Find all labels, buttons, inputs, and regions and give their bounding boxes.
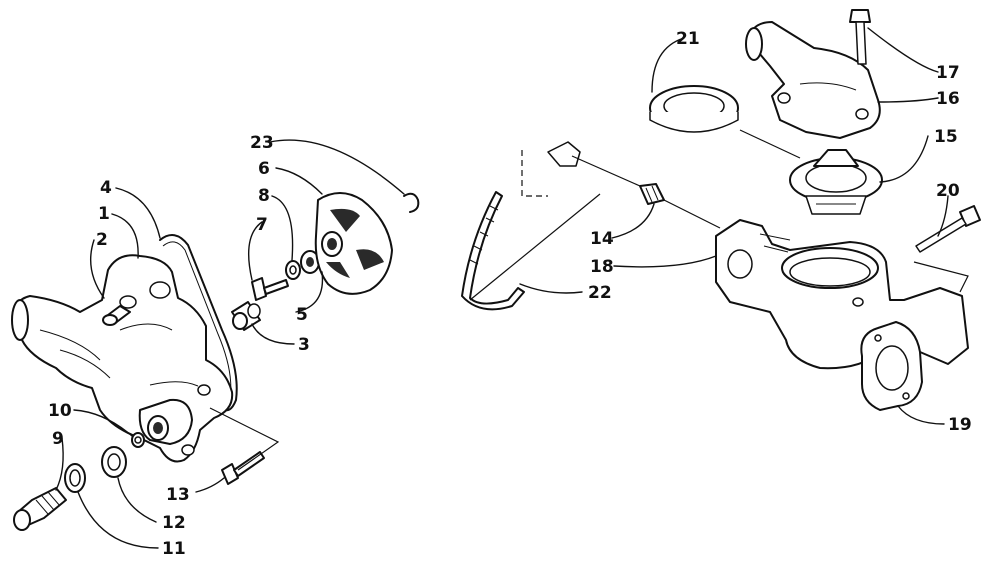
callout-10: 10 (48, 401, 72, 421)
callout-16: 16 (936, 89, 960, 109)
part-12-washer (101, 446, 127, 478)
callout-21: 21 (676, 29, 700, 49)
part-20-bolt (915, 205, 981, 253)
part-19-gasket (860, 321, 923, 411)
callout-12: 12 (162, 513, 186, 533)
right-assembly-line-b (663, 199, 721, 229)
part-10-o-ring (131, 432, 145, 448)
part-2-screw (102, 305, 131, 326)
part-bracket (521, 141, 581, 197)
callout-19: 19 (948, 415, 972, 435)
callout-8: 8 (258, 186, 270, 206)
part-15-thermostat (789, 149, 883, 215)
callout-18: 18 (590, 257, 614, 277)
part-17-bolt (849, 9, 871, 65)
callout-13: 13 (166, 485, 190, 505)
callout-15: 15 (934, 127, 958, 147)
part-21-seal-ring (649, 85, 739, 133)
part-11-seal (64, 463, 86, 493)
part-13-bolt (221, 451, 265, 485)
leader-lines (55, 27, 949, 549)
callout-23: 23 (250, 133, 274, 153)
part-9-fitting (13, 487, 67, 531)
right-assembly-line-d (913, 261, 969, 293)
callout-6: 6 (258, 159, 270, 179)
callout-9: 9 (52, 429, 64, 449)
callout-17: 17 (936, 63, 960, 83)
callout-22: 22 (588, 283, 612, 303)
callout-4: 4 (100, 178, 112, 198)
callout-5: 5 (296, 305, 308, 325)
left-assembly-line (209, 407, 280, 471)
callout-labels: 1 2 3 4 5 6 7 8 9 10 11 12 13 14 15 16 1… (48, 29, 972, 559)
part-7-bolt (251, 277, 289, 301)
part-16-thermostat-cover (745, 21, 881, 139)
part-8-washer (285, 260, 301, 280)
part-1-pump-housing (11, 254, 234, 463)
part-22-strap (461, 191, 525, 311)
right-assembly-line-e (469, 193, 601, 301)
right-assembly-line-a (571, 155, 641, 187)
callout-1: 1 (98, 204, 110, 224)
part-3-sleeve (231, 301, 261, 331)
callout-20: 20 (936, 181, 960, 201)
callout-2: 2 (96, 230, 108, 250)
callout-14: 14 (590, 229, 614, 249)
callout-11: 11 (162, 539, 186, 559)
part-14-fitting (639, 183, 665, 205)
right-assembly-line-c (739, 129, 801, 159)
part-23-circlip (403, 192, 420, 213)
callout-3: 3 (298, 335, 310, 355)
callout-7: 7 (256, 215, 268, 235)
part-5-washer (300, 250, 320, 274)
part-6-impeller (314, 192, 393, 295)
